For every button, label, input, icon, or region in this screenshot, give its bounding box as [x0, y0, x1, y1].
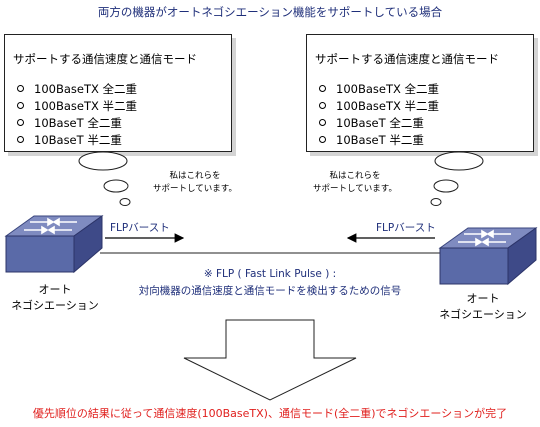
negotiation-result-text: 優先順位の結果に従って通信速度(100BaseTX)、通信モード(全二重)でネゴ… — [32, 407, 508, 420]
circle-bullet-icon — [319, 102, 326, 109]
option-item: 100BaseTX 全二重 — [17, 80, 137, 97]
link-diagram — [100, 233, 445, 254]
right-options-list: 100BaseTX 全二重 100BaseTX 半二重 10BaseT 全二重 … — [319, 80, 439, 148]
right-box-heading: サポートする通信速度と通信モード — [315, 52, 499, 66]
option-item: 10BaseT 全二重 — [17, 114, 137, 131]
left-switch-label: オート ネゴシエーション — [11, 283, 99, 312]
option-item: 10BaseT 半二重 — [17, 131, 137, 148]
option-item: 10BaseT 半二重 — [319, 131, 439, 148]
left-switch-icon — [4, 215, 104, 274]
left-options-list: 100BaseTX 全二重 100BaseTX 半二重 10BaseT 全二重 … — [17, 80, 137, 148]
circle-bullet-icon — [17, 85, 24, 92]
right-thought-bubbles — [430, 151, 484, 206]
bubble-large — [434, 151, 484, 171]
circle-bullet-icon — [17, 102, 24, 109]
left-bubble-text: 私はこれらを サポートしています。 — [153, 171, 237, 194]
circle-bullet-icon — [17, 136, 24, 143]
circle-bullet-icon — [319, 136, 326, 143]
option-item: 100BaseTX 全二重 — [319, 80, 439, 97]
result-down-arrow-icon — [183, 319, 357, 401]
flp-label-left: FLPバースト — [110, 222, 170, 234]
right-switch-icon — [438, 227, 538, 286]
right-bubble-text: 私はこれらを サポートしています。 — [313, 171, 397, 194]
circle-bullet-icon — [17, 119, 24, 126]
bubble-small — [119, 198, 131, 206]
option-item: 100BaseTX 半二重 — [17, 97, 137, 114]
left-thought-bubbles — [78, 151, 131, 206]
right-switch-label: オート ネゴシエーション — [439, 292, 527, 321]
circle-bullet-icon — [319, 85, 326, 92]
flp-label-right: FLPバースト — [376, 222, 436, 234]
bubble-large — [78, 151, 128, 171]
option-item: 10BaseT 全二重 — [319, 114, 439, 131]
bubble-medium — [433, 179, 459, 193]
bubble-medium — [103, 179, 129, 193]
left-capability-box: サポートする通信速度と通信モード 100BaseTX 全二重 100BaseTX… — [4, 34, 232, 152]
circle-bullet-icon — [319, 119, 326, 126]
flp-note: ※ FLP ( Fast Link Pulse ) : 対向機器の通信速度と通信… — [138, 268, 402, 297]
bubble-small — [430, 198, 442, 206]
left-box-heading: サポートする通信速度と通信モード — [13, 52, 197, 66]
diagram-title: 両方の機器がオートネゴシエーション機能をサポートしている場合 — [97, 5, 443, 19]
right-capability-box: サポートする通信速度と通信モード 100BaseTX 全二重 100BaseTX… — [306, 34, 534, 152]
option-item: 100BaseTX 半二重 — [319, 97, 439, 114]
